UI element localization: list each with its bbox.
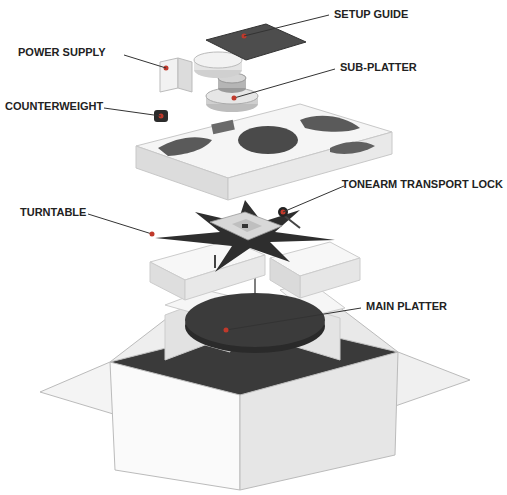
part-label: TONEARM TRANSPORT LOCK <box>342 178 503 191</box>
part-label: POWER SUPPLY <box>18 46 106 59</box>
power-supply <box>160 52 242 92</box>
sub-platter <box>206 73 258 112</box>
turntable <box>155 200 335 272</box>
leader-dots <box>150 96 237 333</box>
part-label: TURNTABLE <box>20 206 86 219</box>
leader-lines <box>88 15 361 330</box>
part-label: COUNTERWEIGHT <box>5 100 103 113</box>
part-label: SUB-PLATTER <box>340 61 417 74</box>
part-label: SETUP GUIDE <box>334 8 408 21</box>
setup-guide <box>206 24 306 60</box>
part-label: MAIN PLATTER <box>366 300 447 313</box>
